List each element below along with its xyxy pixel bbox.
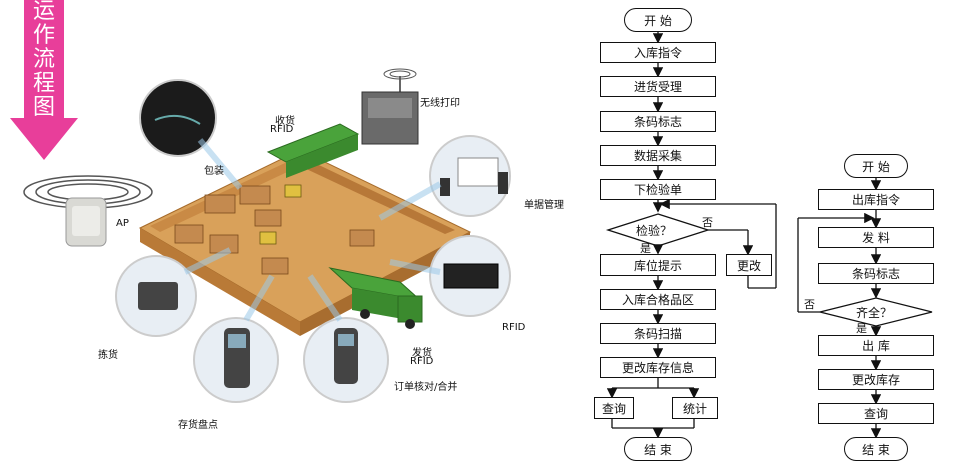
- inbound-yes-label: 是: [640, 242, 651, 255]
- inbound-stats: 统计: [672, 397, 718, 419]
- outbound-after-2: 更改库存: [818, 369, 934, 390]
- packing-device-circle: [139, 79, 217, 157]
- label-document-mgmt: 单据管理: [524, 200, 564, 211]
- forklifts: [259, 184, 302, 245]
- outbound-end: 结 束: [844, 437, 908, 461]
- label-shipping: 发货: [412, 348, 432, 359]
- outbound-step-1: 出库指令: [818, 189, 934, 210]
- title-char: 作: [32, 23, 55, 48]
- outbound-no-label: 否: [804, 298, 815, 311]
- label-shipping-rfid: RFID: [410, 356, 434, 367]
- title-char: 程: [32, 71, 55, 96]
- picking-tablet-circle: [115, 255, 197, 337]
- shipping-truck: [328, 267, 423, 329]
- document-mgmt-circle: [429, 135, 511, 217]
- label-receiving-rfid: RFID: [270, 124, 294, 135]
- inbound-start: 开 始: [624, 8, 692, 32]
- label-packing: 包装: [204, 166, 224, 177]
- inbound-query: 查询: [594, 397, 634, 419]
- title-char: 流: [32, 47, 55, 72]
- rfid-reader-circle: [429, 235, 511, 317]
- outbound-yes-label: 是: [856, 322, 867, 335]
- title-char: 运: [32, 0, 55, 24]
- outbound-after-1: 出 库: [818, 335, 934, 356]
- title-arrow: [10, 0, 78, 160]
- label-inventory: 存货盘点: [178, 420, 218, 431]
- inbound-step-4: 数据采集: [600, 145, 716, 166]
- outbound-decision: 齐全？: [856, 306, 893, 320]
- label-wireless-print: 无线打印: [420, 98, 460, 109]
- inbound-end: 结 束: [624, 437, 692, 461]
- label-order-check: 订单核对/合并: [394, 382, 458, 393]
- title-char: 图: [32, 95, 55, 120]
- inbound-step-3: 条码标志: [600, 111, 716, 132]
- label-receiving: 收货: [275, 116, 295, 127]
- outbound-after-3: 查询: [818, 403, 934, 424]
- inbound-no-label: 否: [702, 216, 713, 229]
- inbound-step-2: 进货受理: [600, 76, 716, 97]
- inbound-modify: 更改: [726, 254, 772, 276]
- label-rfid: RFID: [502, 322, 526, 333]
- inbound-step-5: 下检验单: [600, 179, 716, 200]
- inbound-storage-hint: 库位提示: [600, 254, 716, 276]
- wireless-printer: [361, 68, 419, 145]
- access-point-device: [65, 197, 107, 247]
- title-text: 运 作 流 程 图: [28, 0, 60, 120]
- label-picking: 拣货: [98, 350, 118, 361]
- order-check-scanner-circle: [303, 317, 389, 403]
- inbound-after-2: 条码扫描: [600, 323, 716, 344]
- warehouse-boxes: [174, 185, 375, 275]
- inbound-after-3: 更改库存信息: [600, 357, 716, 378]
- inbound-decision: 检验？: [636, 224, 673, 238]
- outbound-start: 开 始: [844, 154, 908, 178]
- connection-beams: [183, 138, 442, 322]
- inbound-step-1: 入库指令: [600, 42, 716, 63]
- label-ap: AP: [116, 218, 129, 229]
- outbound-step-2: 发 料: [818, 227, 934, 248]
- outbound-step-3: 条码标志: [818, 263, 934, 284]
- inbound-after-1: 入库合格品区: [600, 289, 716, 310]
- receiving-truck: [266, 123, 360, 178]
- inventory-handheld-circle: [193, 317, 279, 403]
